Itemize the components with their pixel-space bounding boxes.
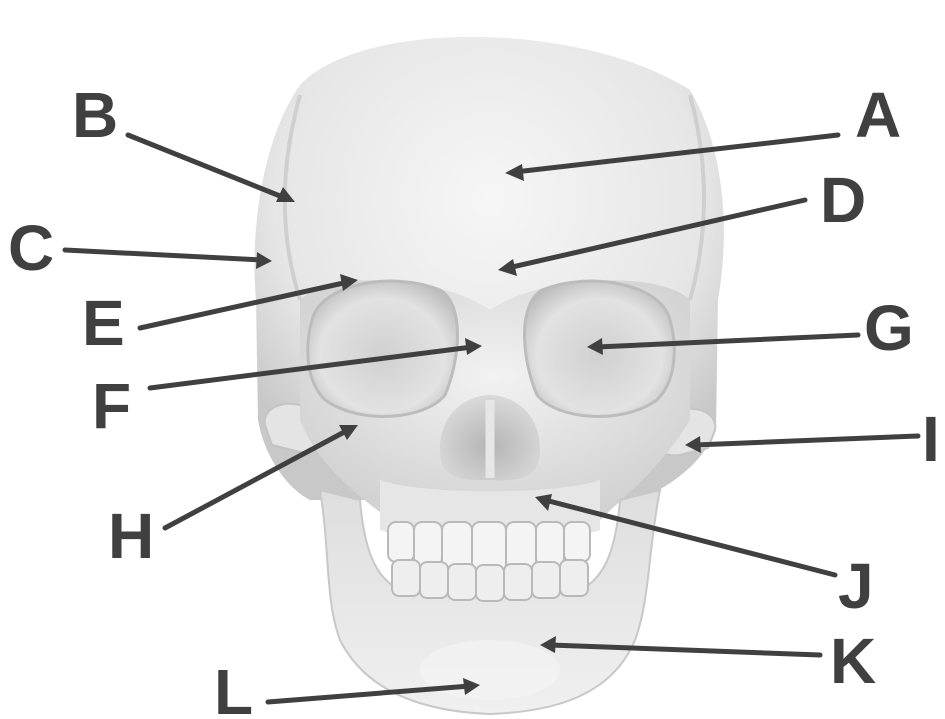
label-E: E [82, 287, 125, 359]
arrow-B [128, 135, 285, 198]
arrow-C [65, 250, 262, 260]
label-J: J [838, 550, 874, 622]
label-K: K [830, 625, 876, 697]
mental-protuberance [420, 640, 560, 700]
label-I: I [922, 403, 940, 475]
label-C: C [8, 212, 54, 284]
label-B: B [72, 79, 118, 151]
label-L: L [214, 656, 253, 719]
arrow-I [695, 436, 918, 445]
orbit-left [308, 281, 458, 416]
label-H: H [108, 500, 154, 572]
label-A: A [855, 79, 901, 151]
label-G: G [864, 292, 914, 364]
lower-teeth [392, 560, 588, 601]
skull-illustration [255, 37, 724, 714]
label-F: F [92, 370, 131, 442]
label-D: D [820, 164, 866, 236]
